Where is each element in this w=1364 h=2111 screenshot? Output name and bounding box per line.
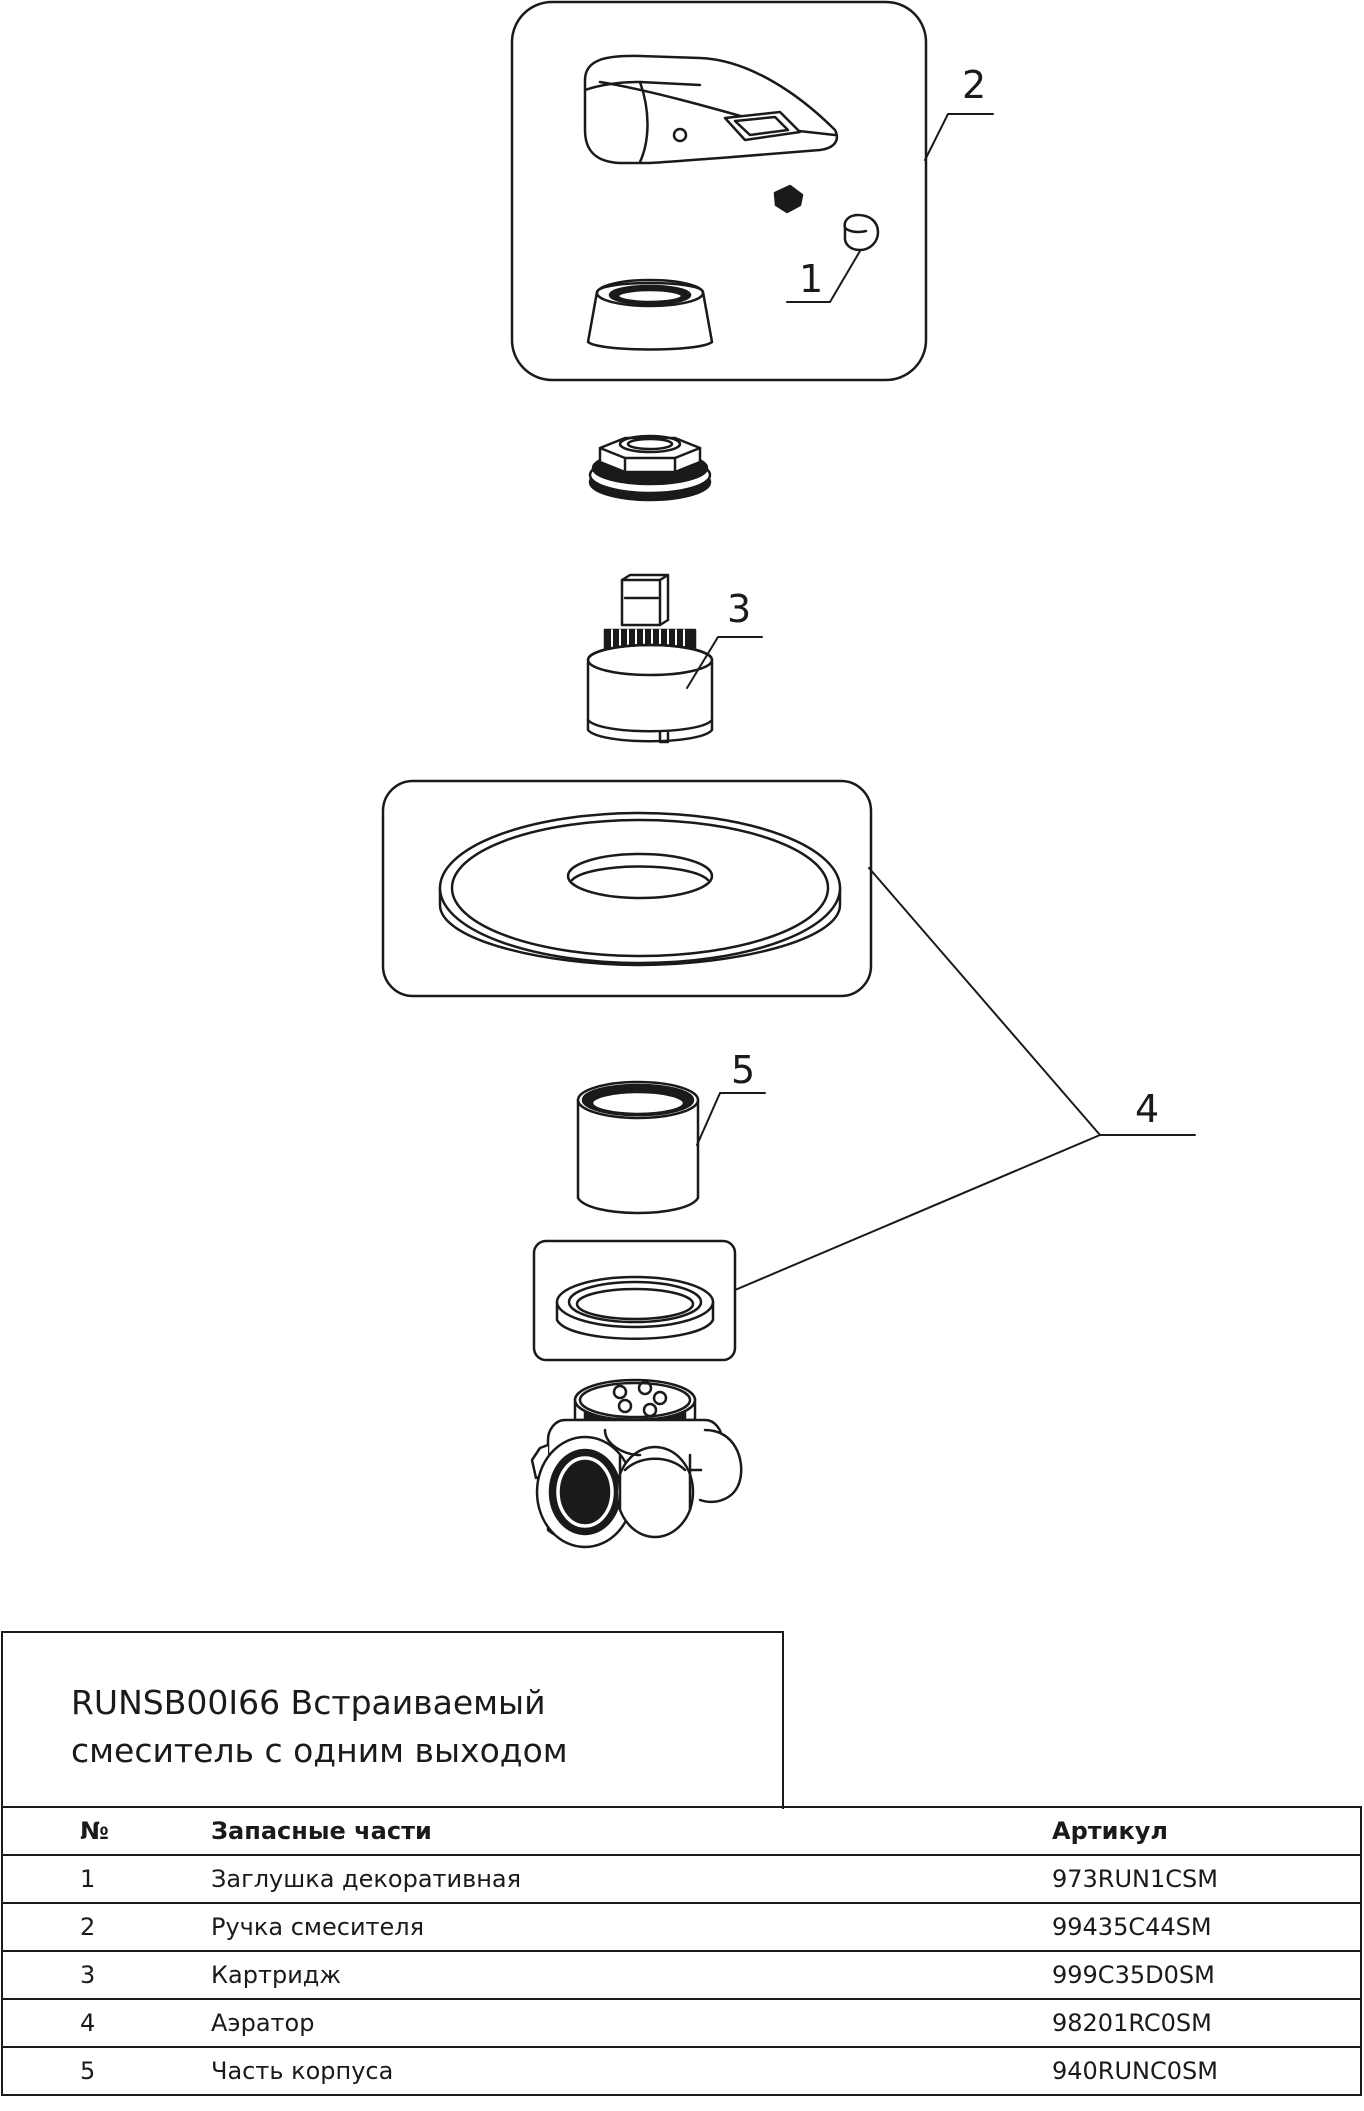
table-row: 5 Часть корпуса 940RUNC0SM <box>1 2046 1362 2096</box>
row-article: 98201RC0SM <box>1052 1998 1362 2048</box>
table-row: 3 Картридж 999C35D0SM <box>1 1950 1362 2000</box>
row-article: 999C35D0SM <box>1052 1950 1362 2000</box>
header-article: Артикул <box>1052 1806 1362 1856</box>
handle-lever <box>583 54 839 165</box>
row-number: 4 <box>1 1998 132 2048</box>
row-part-name: Аэратор <box>132 1998 1052 2048</box>
product-title-line-2: смеситель с одним выходом <box>71 1731 568 1770</box>
title-block: RUNSB00I66 Встраиваемый смеситель с одни… <box>1 1631 784 1809</box>
row-part-name: Заглушка декоративная <box>132 1854 1052 1904</box>
callout-5: 5 <box>731 1048 755 1092</box>
row-article: 973RUN1CSM <box>1052 1854 1362 1904</box>
row-article: 940RUNC0SM <box>1052 2046 1362 2096</box>
product-title: RUNSB00I66 Встраиваемый смеситель с одни… <box>71 1679 568 1775</box>
row-article: 99435C44SM <box>1052 1902 1362 1952</box>
spare-parts-table: № Запасные части Артикул 1 Заглушка деко… <box>1 1806 1362 2096</box>
handle-group-frame <box>510 0 928 382</box>
table-header-row: № Запасные части Артикул <box>1 1806 1362 1856</box>
flange-group-frame <box>381 779 873 998</box>
row-number: 3 <box>1 1950 132 2000</box>
row-part-name: Часть корпуса <box>132 2046 1052 2096</box>
table-row: 4 Аэратор 98201RC0SM <box>1 1998 1362 2048</box>
leader-lines <box>686 113 1196 1291</box>
row-number: 1 <box>1 1854 132 1904</box>
row-part-name: Картридж <box>132 1950 1052 2000</box>
callout-3: 3 <box>727 587 751 631</box>
threaded-ring <box>555 1275 715 1340</box>
cartridge <box>586 573 714 744</box>
product-title-line-1: RUNSB00I66 Встраиваемый <box>71 1683 546 1722</box>
header-number: № <box>1 1806 132 1856</box>
row-number: 5 <box>1 2046 132 2096</box>
body-sleeve <box>576 1080 700 1215</box>
decorative-plug <box>843 213 880 252</box>
set-screw <box>773 184 804 214</box>
hex-nut <box>588 434 712 502</box>
exploded-view-drawing: 2 1 3 4 5 <box>381 0 1196 1549</box>
table-row: 1 Заглушка декоративная 973RUN1CSM <box>1 1854 1362 1904</box>
handle-collar <box>586 278 714 351</box>
wall-flange <box>438 811 842 967</box>
header-spare-parts: Запасные части <box>132 1806 1052 1856</box>
valve-body <box>530 1378 743 1549</box>
ring-group-frame <box>532 1239 737 1362</box>
table-row: 2 Ручка смесителя 99435C44SM <box>1 1902 1362 1952</box>
callout-2: 2 <box>962 63 986 107</box>
row-part-name: Ручка смесителя <box>132 1902 1052 1952</box>
row-number: 2 <box>1 1902 132 1952</box>
callout-1: 1 <box>799 257 823 301</box>
callout-4: 4 <box>1135 1087 1159 1131</box>
